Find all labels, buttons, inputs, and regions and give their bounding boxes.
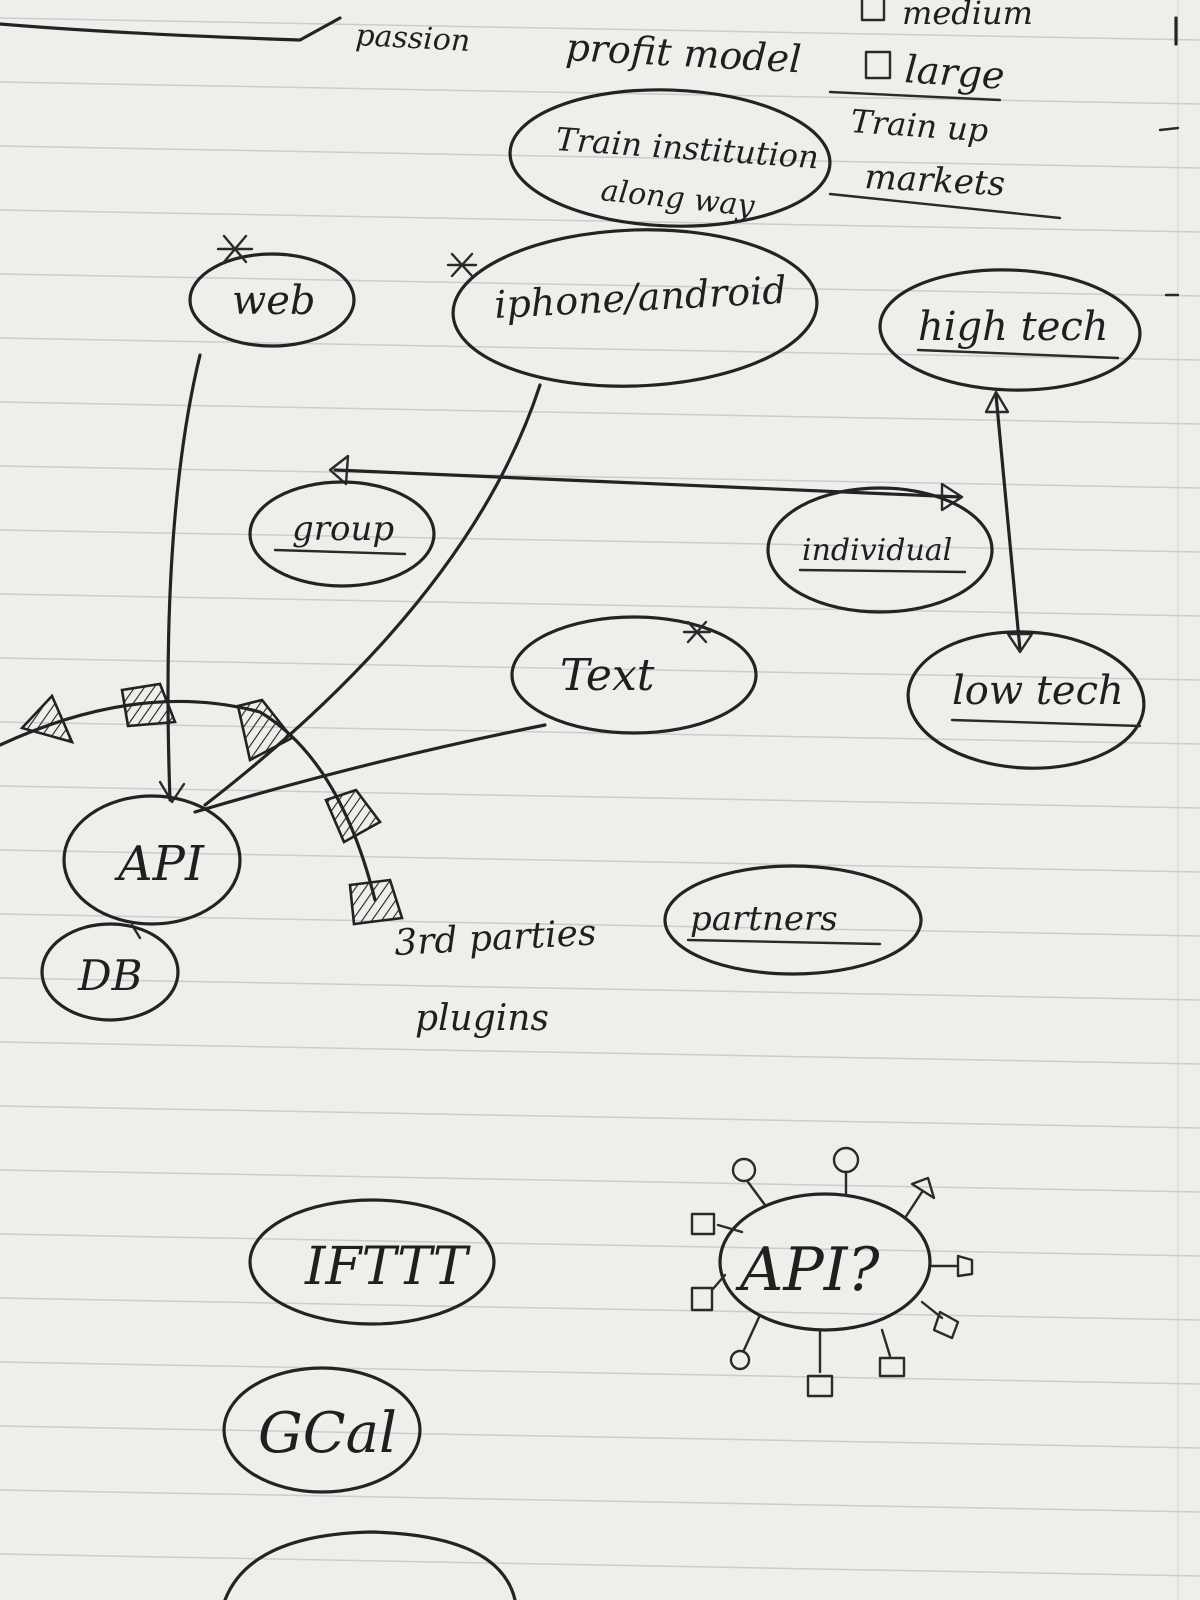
iphone-android-ellipse [451,228,819,388]
train-up-label: Train up [849,102,989,150]
third-parties-group: 3rd parties plugins partners [393,864,923,1039]
node-individual: individual [766,486,994,614]
node-iphone-android: iphone/android [446,228,819,388]
medium-label: medium [902,0,1033,32]
plugin-socket [19,693,75,744]
api-ellipse [62,794,242,926]
group-arrowhead [328,454,350,486]
ifttt-label: IFTTT [304,1237,471,1297]
high-low-axis [994,393,1022,652]
low-tech-label: low tech [952,668,1124,714]
plugin-arc [0,682,404,926]
text-to-api-line [193,723,547,814]
db-label: DB [77,951,143,1000]
node-text: Text [510,615,758,735]
web-label: web [232,278,316,324]
gcal-label: GCal [258,1401,397,1466]
partners-underline [686,938,882,946]
node-group: group [248,480,436,588]
third-parties-label: 3rd parties [393,912,597,964]
plugin-socket [120,682,177,728]
train-institution-ellipse [508,88,832,228]
connectors [130,353,1034,940]
high-tech-ellipse [878,268,1142,392]
node-api-question: API? [690,1146,974,1398]
web-api-arrowhead [158,780,186,804]
text-label: Text [560,650,655,701]
markets-underline [828,192,1062,220]
individual-underline [798,568,967,574]
text-ellipse [510,615,758,735]
iphone-android-label: iphone/android [493,268,787,327]
web-ellipse [188,252,356,348]
high-tech-label: high tech [918,304,1109,350]
star-mark [446,252,478,278]
db-ellipse [40,922,180,1022]
group-ellipse [248,480,436,588]
individual-label: individual [802,533,952,568]
plugin-socket [236,698,294,762]
right-edge-tick [1158,126,1180,132]
plugin-socket [348,878,404,926]
node-web: web [188,234,356,348]
ifttt-ellipse [248,1198,496,1326]
node-api: API [62,794,242,926]
group-underline [273,548,407,556]
plugins-label: plugins [415,998,549,1039]
group-individual-axis [333,468,962,499]
node-high-tech: high tech [878,268,1142,392]
large-label: large [903,47,1006,98]
high-tech-arrowhead [984,390,1010,414]
web-to-api-line [166,353,202,802]
low-tech-underline [950,718,1142,728]
api-question-label: API? [735,1235,880,1305]
train-institution-line1: Train institution [554,120,820,176]
medium-checkbox [860,0,886,22]
partial-ellipse-bottom [223,1530,517,1600]
low-tech-arrowhead [1006,632,1034,654]
api-question-ellipse [718,1192,932,1332]
high-tech-underline [916,348,1120,360]
top-border-stroke [0,16,342,42]
large-underline [828,90,1002,102]
connector-spokes [690,1146,974,1398]
node-gcal: GCal [222,1366,422,1494]
partners-label: partners [690,899,838,939]
profit-model-label: profit model [565,25,803,81]
star-mark [682,620,712,644]
individual-ellipse [766,486,994,614]
large-checkbox [864,50,892,80]
markets-label: markets [864,157,1007,204]
node-db: DB [40,922,180,1022]
group-label: group [292,509,394,549]
partners-ellipse [663,864,923,976]
passion-label: passion [355,18,472,59]
star-mark [216,234,254,264]
node-ifttt: IFTTT [248,1198,496,1326]
low-tech-ellipse [906,630,1146,770]
node-train-institution: Train institution along way [508,88,832,228]
node-low-tech: low tech [906,630,1146,770]
gcal-ellipse [222,1366,422,1494]
plugin-socket [324,788,382,844]
train-institution-line2: along way [599,173,757,224]
api-label: API [114,836,205,892]
top-notes: passion profit model medium large Train … [355,0,1062,220]
